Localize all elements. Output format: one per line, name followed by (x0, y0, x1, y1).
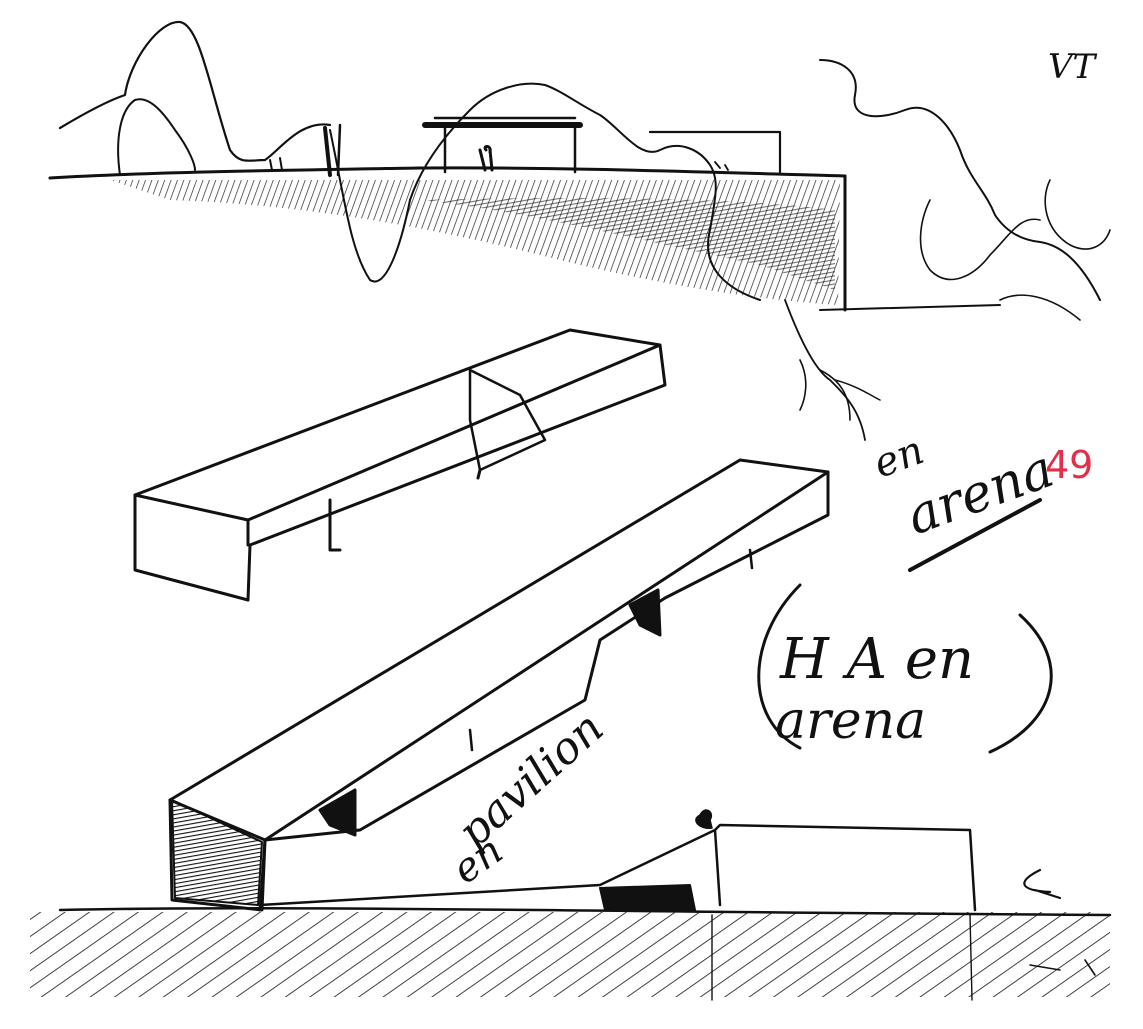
upper-slab-isometric (133, 328, 667, 602)
note-ha-en: H A en (779, 627, 974, 692)
note-en: en (868, 427, 930, 487)
initials-label: VT (1048, 47, 1098, 87)
parenthetical-note: H A en arena (757, 583, 1053, 754)
top-landscape-section (48, 20, 1111, 441)
bottom-section-ground (30, 809, 1112, 1001)
underline-stroke (908, 498, 1042, 572)
note-arena-2: arena (775, 691, 926, 751)
pavilion-long-slab (168, 458, 830, 912)
note-number-red: 49 (1045, 443, 1093, 487)
